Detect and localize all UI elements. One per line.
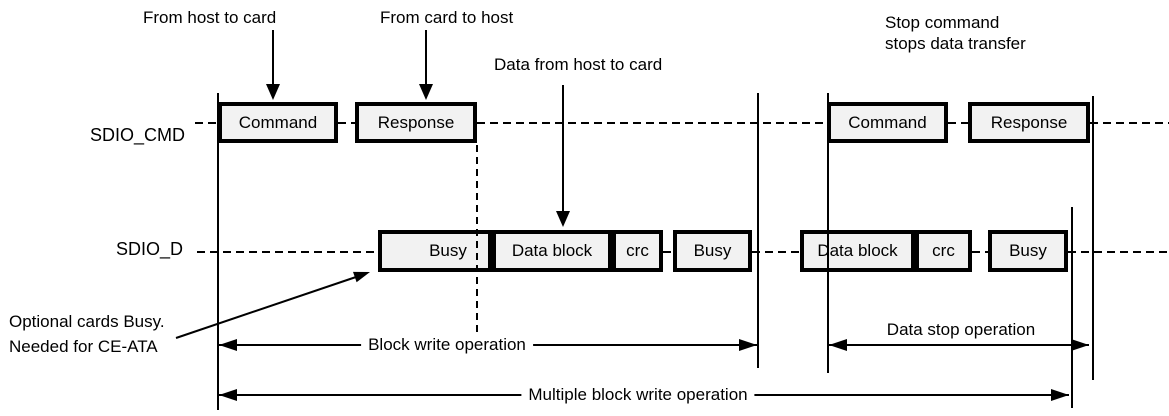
- cmd-dash-segment-3: [477, 122, 827, 124]
- arrowhead-down-icon: [556, 211, 570, 227]
- annotation-from-host-to-card: From host to card: [143, 8, 277, 27]
- cmd-dash-segment-4: [948, 122, 968, 124]
- busy-box-3: Busy: [988, 230, 1068, 272]
- signal-label-sdio-cmd: SDIO_CMD: [89, 125, 185, 145]
- arrowhead-left-icon: [219, 389, 237, 401]
- cmd-dash-segment-2: [338, 122, 356, 124]
- command-box-2: Command: [827, 102, 948, 143]
- data-stop-span-label: Data stop operation: [886, 320, 1036, 339]
- crc-box-2: crc: [915, 230, 972, 272]
- signal-label-sdio-d: SDIO_D: [115, 239, 183, 259]
- annotation-data-from-host-to-card: Data from host to card: [494, 55, 663, 74]
- command-box-1: Command: [218, 102, 338, 143]
- busy-box-1: Busy: [378, 230, 492, 272]
- block-write-span-label: Block write operation: [361, 335, 533, 355]
- d-dash-segment-1: [197, 251, 378, 253]
- multiple-block-write-span-label: Multiple block write operation: [521, 385, 755, 405]
- arrowhead-left-icon: [829, 339, 847, 351]
- boundary-line-response1-dashed: [476, 145, 478, 333]
- d-dash-segment-2: [663, 251, 673, 253]
- arrowhead-down-icon: [419, 84, 433, 100]
- response-box-2: Response: [968, 102, 1090, 143]
- d-dash-segment-3: [752, 251, 800, 253]
- data-block-box-2: Data block: [800, 230, 915, 272]
- arrowhead-left-icon: [219, 339, 237, 351]
- arrowhead-right-icon: [1071, 339, 1089, 351]
- annotation-optional-busy-line2: Needed for CE-ATA: [9, 337, 158, 356]
- annotation-stop-command-line2: stops data transfer: [885, 34, 1026, 53]
- boundary-line-multiple-write-end: [1071, 207, 1073, 408]
- arrow-from-host-to-card: [272, 30, 274, 86]
- boundary-line-data-stop-end: [1092, 96, 1094, 380]
- busy-box-2: Busy: [673, 230, 752, 272]
- annotation-from-card-to-host: From card to host: [380, 8, 514, 27]
- boundary-line-stop-command-start: [827, 93, 829, 373]
- boundary-line-left: [217, 93, 219, 410]
- crc-box-1: crc: [612, 230, 663, 272]
- data-stop-span-line: [829, 344, 1089, 346]
- arrowhead-down-icon: [266, 84, 280, 100]
- cmd-dash-segment-1: [195, 122, 218, 124]
- cmd-dash-segment-5: [1090, 122, 1169, 124]
- arrow-data-from-host-to-card: [562, 85, 564, 213]
- arrow-from-card-to-host: [425, 30, 427, 86]
- d-dash-segment-5: [1068, 251, 1169, 253]
- d-dash-segment-4: [972, 251, 988, 253]
- annotation-stop-command-line1: Stop command: [885, 13, 1000, 32]
- boundary-line-block-write-end: [757, 93, 759, 368]
- data-block-box-1: Data block: [492, 230, 612, 272]
- response-box-1: Response: [355, 102, 477, 143]
- arrowhead-right-icon: [1051, 389, 1069, 401]
- annotation-optional-busy-line1: Optional cards Busy.: [9, 312, 165, 331]
- arrowhead-right-icon: [739, 339, 757, 351]
